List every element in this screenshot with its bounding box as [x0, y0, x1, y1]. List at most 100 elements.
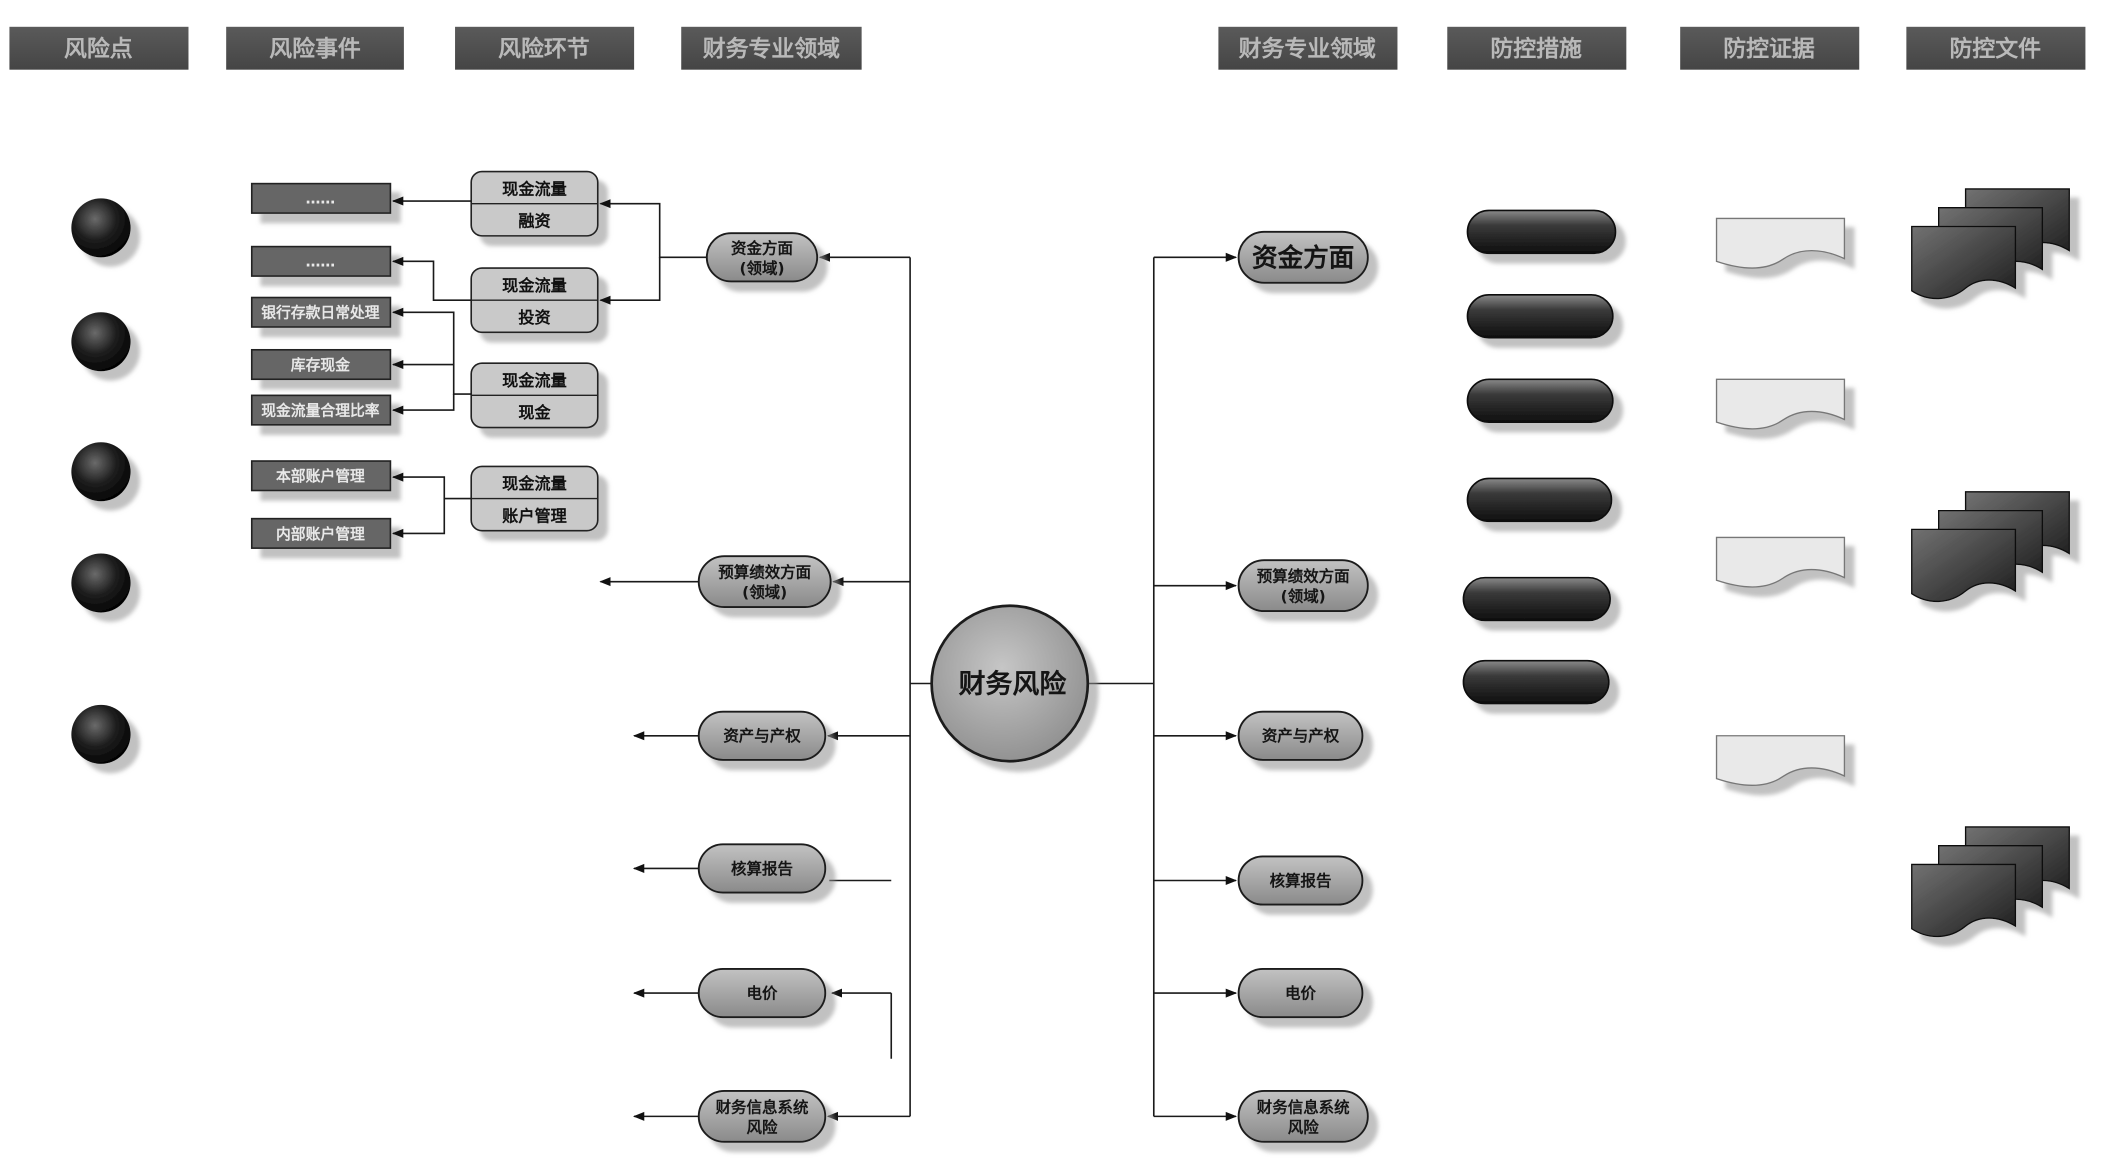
control-file-stack-icon: [1911, 491, 2070, 603]
risk-link-box: 现金流量 账户管理: [470, 465, 599, 532]
control-measures-column: [1462, 209, 1617, 705]
connector-arrow: [599, 199, 707, 259]
risk-point-icon: [71, 442, 131, 502]
risk-event-box: 库存现金: [250, 348, 392, 381]
risk-event-label: 库存现金: [291, 356, 350, 374]
header-row: 风险点 风险事件 风险环节 财务专业领域 财务专业领域 防控措施 防控证据 防: [9, 26, 2086, 70]
risk-link-top-label: 现金流量: [502, 474, 567, 493]
risk-event-bg: [250, 460, 392, 492]
control-files-column: [1911, 188, 2070, 938]
risk-event-label: 现金流量合理比率: [261, 401, 380, 419]
connector-arrow: [391, 256, 472, 302]
header-finance-domain-left: 财务专业领域: [681, 26, 862, 70]
connectors: [391, 196, 1238, 1121]
risk-link-top-label: 现金流量: [502, 371, 567, 390]
evidence-document-icon: [1715, 735, 1846, 786]
header-control-measures: 防控措施: [1447, 26, 1627, 70]
risk-link-box: 现金流量 现金: [470, 362, 599, 429]
domain-node-sublabel: 风险: [1288, 1117, 1320, 1136]
domain-node-label: 财务信息系统: [1257, 1097, 1350, 1116]
risk-point-icon: [71, 553, 131, 613]
domain-node-label: 预算绩效方面: [1257, 567, 1350, 586]
domain-node-bg: [697, 555, 832, 609]
control-measure-pill-icon: [1466, 378, 1614, 423]
risk-event-label: ……: [306, 191, 336, 208]
risk-link-box: 现金流量 融资: [470, 170, 599, 237]
risk-event-label: ……: [306, 254, 336, 271]
risk-link-box: 现金流量 投资: [470, 267, 599, 334]
risk-event-bg: [250, 296, 392, 328]
risk-event-box: 内部账户管理: [250, 517, 392, 549]
header-risk-link: 风险环节: [455, 26, 635, 70]
control-evidence-column: [1715, 217, 1846, 786]
risk-points-column: [71, 198, 131, 764]
risk-event-bg: [250, 348, 392, 381]
header-control-files: 防控文件: [1906, 26, 2086, 70]
risk-link-bottom-label: 投资: [518, 308, 550, 327]
risk-event-box: ……: [250, 245, 392, 277]
connector-arrow: [391, 394, 455, 415]
domain-node-bg: [697, 968, 827, 1019]
connector-arrow: [391, 472, 472, 500]
risk-point-icon: [71, 198, 131, 258]
domain-node-sublabel: 风险: [747, 1117, 779, 1136]
left-domains-column: 资金方面 (领域) 预算绩效方面 (领域) 资产与产权 核算报告 电价 财务信息…: [697, 232, 832, 1143]
file-sheet-icon: [1911, 528, 2017, 603]
header-bg: [1680, 26, 1860, 70]
domain-node-label: 财务信息系统: [716, 1097, 809, 1116]
domain-node-label: 电价: [1285, 983, 1317, 1002]
left-domain-node: 资产与产权: [697, 710, 827, 761]
left-domain-node: 核算报告: [697, 843, 827, 894]
right-domain-node: 财务信息系统 风险: [1237, 1089, 1369, 1143]
risk-link-top-label: 现金流量: [502, 179, 567, 198]
domain-node-bg: [697, 710, 827, 761]
header-control-evidence: 防控证据: [1680, 26, 1860, 70]
domain-node-label: 资产与产权: [723, 726, 801, 745]
header-label: 财务专业领域: [1239, 35, 1376, 62]
domain-node-bg: [1237, 559, 1369, 613]
domain-node-label: 资产与产权: [1262, 726, 1340, 745]
risk-event-label: 银行存款日常处理: [261, 304, 380, 322]
risk-event-bg: [250, 182, 392, 214]
domain-node-bg: [1237, 1089, 1369, 1143]
domain-node-sublabel: (领域): [1281, 587, 1326, 606]
domain-node-bg: [1237, 710, 1364, 761]
evidence-document-icon: [1715, 217, 1846, 269]
right-domains-column: 资金方面 预算绩效方面 (领域) 资产与产权 核算报告 电价 财务信息系统 风险: [1237, 230, 1369, 1143]
header-label: 防控证据: [1723, 35, 1815, 62]
connector-arrow: [391, 498, 446, 538]
center-node-label: 财务风险: [959, 668, 1067, 700]
risk-links-column: 现金流量 融资 现金流量 投资 现金流量 现金 现金流量 账户管理: [470, 170, 599, 532]
header-finance-domain-right: 财务专业领域: [1218, 26, 1398, 70]
domain-node-label: 核算报告: [731, 859, 793, 878]
evidence-document-icon: [1715, 378, 1846, 430]
domain-node-label: 核算报告: [1270, 871, 1332, 890]
header-bg: [681, 26, 862, 70]
header-bg: [1906, 26, 2086, 70]
risk-event-box: 银行存款日常处理: [250, 296, 392, 328]
header-label: 风险环节: [498, 35, 590, 62]
header-bg: [455, 26, 635, 70]
domain-node-bg: [1237, 968, 1364, 1019]
header-bg: [9, 26, 189, 70]
evidence-document-icon: [1715, 536, 1846, 588]
right-domain-node: 资产与产权: [1237, 710, 1364, 761]
domain-node-label: 电价: [747, 983, 779, 1002]
left-domain-node: 资金方面 (领域): [705, 232, 819, 283]
risk-point-icon: [71, 312, 131, 372]
header-bg: [1447, 26, 1627, 70]
left-domain-node: 财务信息系统 风险: [697, 1089, 827, 1143]
right-domain-node: 预算绩效方面 (领域): [1237, 559, 1369, 613]
risk-events-column: …… …… 银行存款日常处理 库存现金 现金流量合理比率 本部账户管理 内部账户…: [250, 182, 392, 549]
file-sheet-icon: [1911, 225, 2017, 300]
risk-event-bg: [250, 394, 392, 426]
right-domain-node: 资金方面: [1237, 230, 1369, 284]
domain-node-label: 资金方面: [731, 238, 793, 257]
control-measure-pill-icon: [1462, 576, 1611, 622]
risk-link-bottom-label: 现金: [518, 403, 551, 422]
risk-event-box: 本部账户管理: [250, 460, 392, 492]
header-bg: [1218, 26, 1398, 70]
header-label: 风险事件: [269, 35, 361, 62]
risk-event-label: 本部账户管理: [276, 467, 365, 485]
